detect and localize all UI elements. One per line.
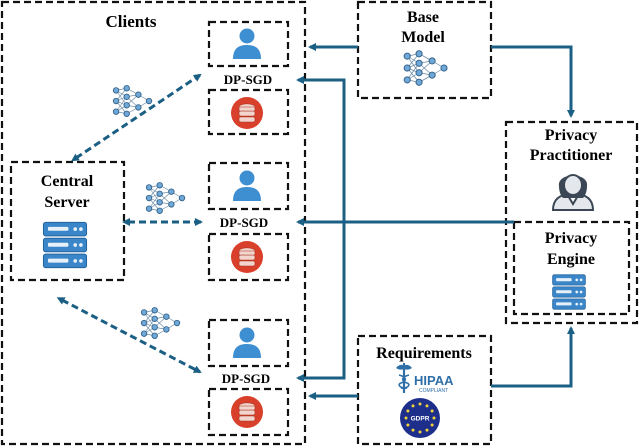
gdpr-star: [406, 423, 410, 427]
client-1-data-box: [207, 88, 290, 136]
neural-network-icon: [140, 307, 181, 339]
hipaa-text: HIPAA: [414, 373, 454, 388]
gdpr-star: [418, 430, 422, 434]
user-icon: [233, 28, 261, 59]
gdpr-star: [432, 416, 436, 420]
hipaa-compliant-text: COMPLIANT: [419, 388, 448, 394]
arrow-bus-to-client-3: [296, 222, 346, 382]
server-icon: [552, 274, 586, 310]
arrow-bus-to-client-1: [296, 76, 346, 222]
arrow-requirements-to-engine: [491, 326, 575, 388]
privacy-engine-box: [512, 220, 631, 316]
gdpr-star: [425, 428, 429, 432]
neural-network-icon: [145, 182, 186, 214]
database-icon: [230, 240, 264, 274]
database-icon: [230, 395, 264, 429]
privacy-engine-title-line1: Privacy: [545, 230, 597, 247]
user-icon: [233, 170, 261, 201]
client-2-data-box: [207, 232, 290, 282]
hipaa-icon: HIPAA COMPLIANT: [396, 363, 454, 394]
gdpr-text: GDPR: [411, 416, 430, 423]
database-icon: [230, 96, 264, 130]
privacy-practitioner-title-line1: Privacy: [545, 127, 597, 144]
server-icon: [42, 221, 88, 269]
privacy-engine-title-line2: Engine: [547, 251, 595, 268]
gdpr-star: [418, 402, 422, 406]
gdpr-star: [430, 423, 434, 427]
dp-sgd-label-3: DP-SGD: [222, 371, 270, 386]
dashed-arrow-server-client-1: [71, 73, 202, 162]
user-icon: [233, 327, 261, 358]
practitioner-icon: [551, 174, 595, 211]
base-model-title-line2: Model: [401, 29, 445, 46]
gdpr-star: [425, 404, 429, 408]
client-1-user-box: [207, 20, 290, 68]
requirements-title: Requirements: [376, 345, 472, 362]
neural-network-icon: [403, 50, 448, 86]
client-3-user-box: [207, 318, 290, 368]
dp-sgd-label-2: DP-SGD: [220, 215, 268, 230]
privacy-practitioner-title-line2: Practitioner: [530, 147, 613, 164]
clients-title: Clients: [106, 12, 157, 31]
gdpr-icon: GDPR: [400, 398, 440, 438]
gdpr-star: [411, 428, 415, 432]
arrow-base-model-to-practitioner: [491, 45, 575, 118]
client-2-user-box: [207, 161, 290, 211]
gdpr-star: [404, 416, 408, 420]
base-model-title-line1: Base: [407, 9, 439, 26]
gdpr-star: [406, 409, 410, 413]
central-server-title-line1: Central: [41, 173, 94, 190]
requirements-box: [356, 334, 493, 446]
gdpr-star: [411, 404, 415, 408]
central-server-title-line2: Server: [44, 194, 89, 211]
base-model-box: [356, 0, 493, 100]
dashed-arrow-server-client-3: [56, 297, 202, 374]
client-3-data-box: [207, 387, 290, 437]
gdpr-star: [430, 409, 434, 413]
dp-sgd-label-1: DP-SGD: [224, 72, 272, 87]
